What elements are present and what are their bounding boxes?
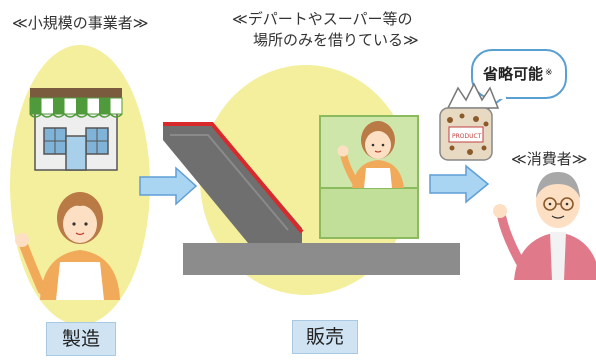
arrow-to-sales [139, 166, 198, 206]
bubble-mark: ※ [545, 68, 553, 78]
department-store-label-line1: ≪デパートやスーパー等の [232, 10, 413, 28]
product-package-icon: PRODUCT [439, 82, 500, 161]
consumer-label: ≪消費者≫ [511, 150, 588, 168]
arrow-to-consumer [429, 164, 490, 204]
department-store-label-line2: 場所のみを借りている≫ [253, 31, 419, 49]
consumer-person-icon [493, 172, 596, 280]
speech-bubble: 省略可能 ※ [471, 49, 567, 117]
seller-person-icon [337, 121, 404, 188]
manufacture-label: 製造 [46, 322, 116, 356]
small-business-label: ≪小規模の事業者≫ [12, 14, 149, 32]
store-floor [183, 243, 460, 275]
shop-icon [29, 88, 123, 171]
sales-label: 販売 [292, 320, 358, 354]
escalator-icon [163, 122, 304, 243]
bubble-text: 省略可能 [482, 65, 543, 83]
manufacturer-person-icon [15, 192, 120, 300]
package-label: PRODUCT [452, 133, 482, 140]
